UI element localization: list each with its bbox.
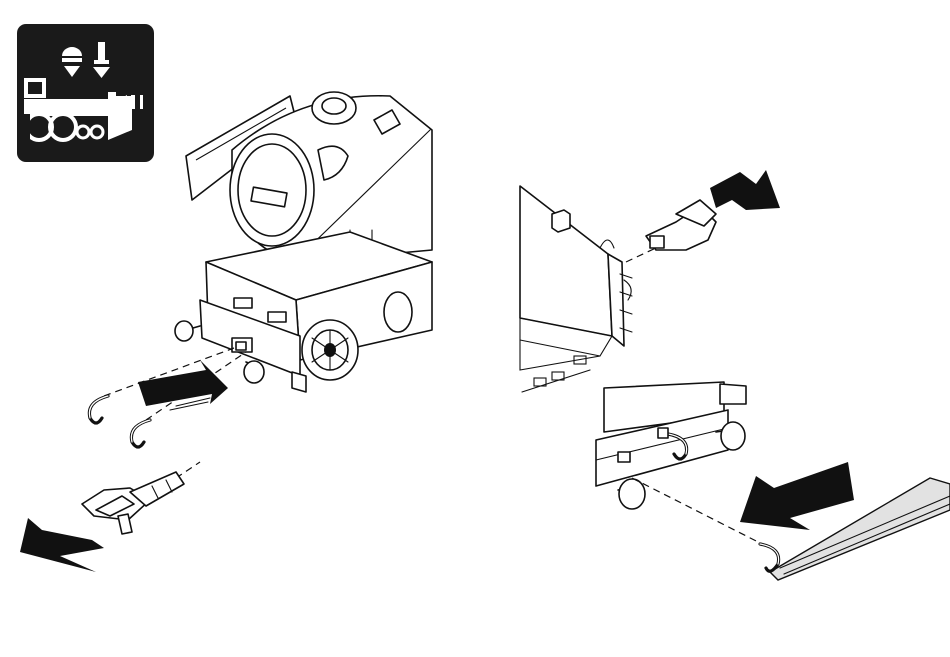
coupler-head-part: [82, 472, 184, 534]
guide-line: [176, 462, 200, 478]
remove-arrow-left: [20, 518, 104, 572]
hook-coupler-part: [89, 396, 150, 447]
steam-locomotive-coupler-icon: [17, 24, 154, 162]
tender-rear-drawing: [520, 186, 632, 392]
remove-arrow-right-top: [710, 170, 780, 210]
locomotive-front-drawing: [175, 92, 432, 392]
coupler-head-part: [646, 200, 716, 250]
insert-arrow-right-bottom: [740, 462, 854, 530]
locomotive-rear-closeup: [596, 382, 746, 509]
